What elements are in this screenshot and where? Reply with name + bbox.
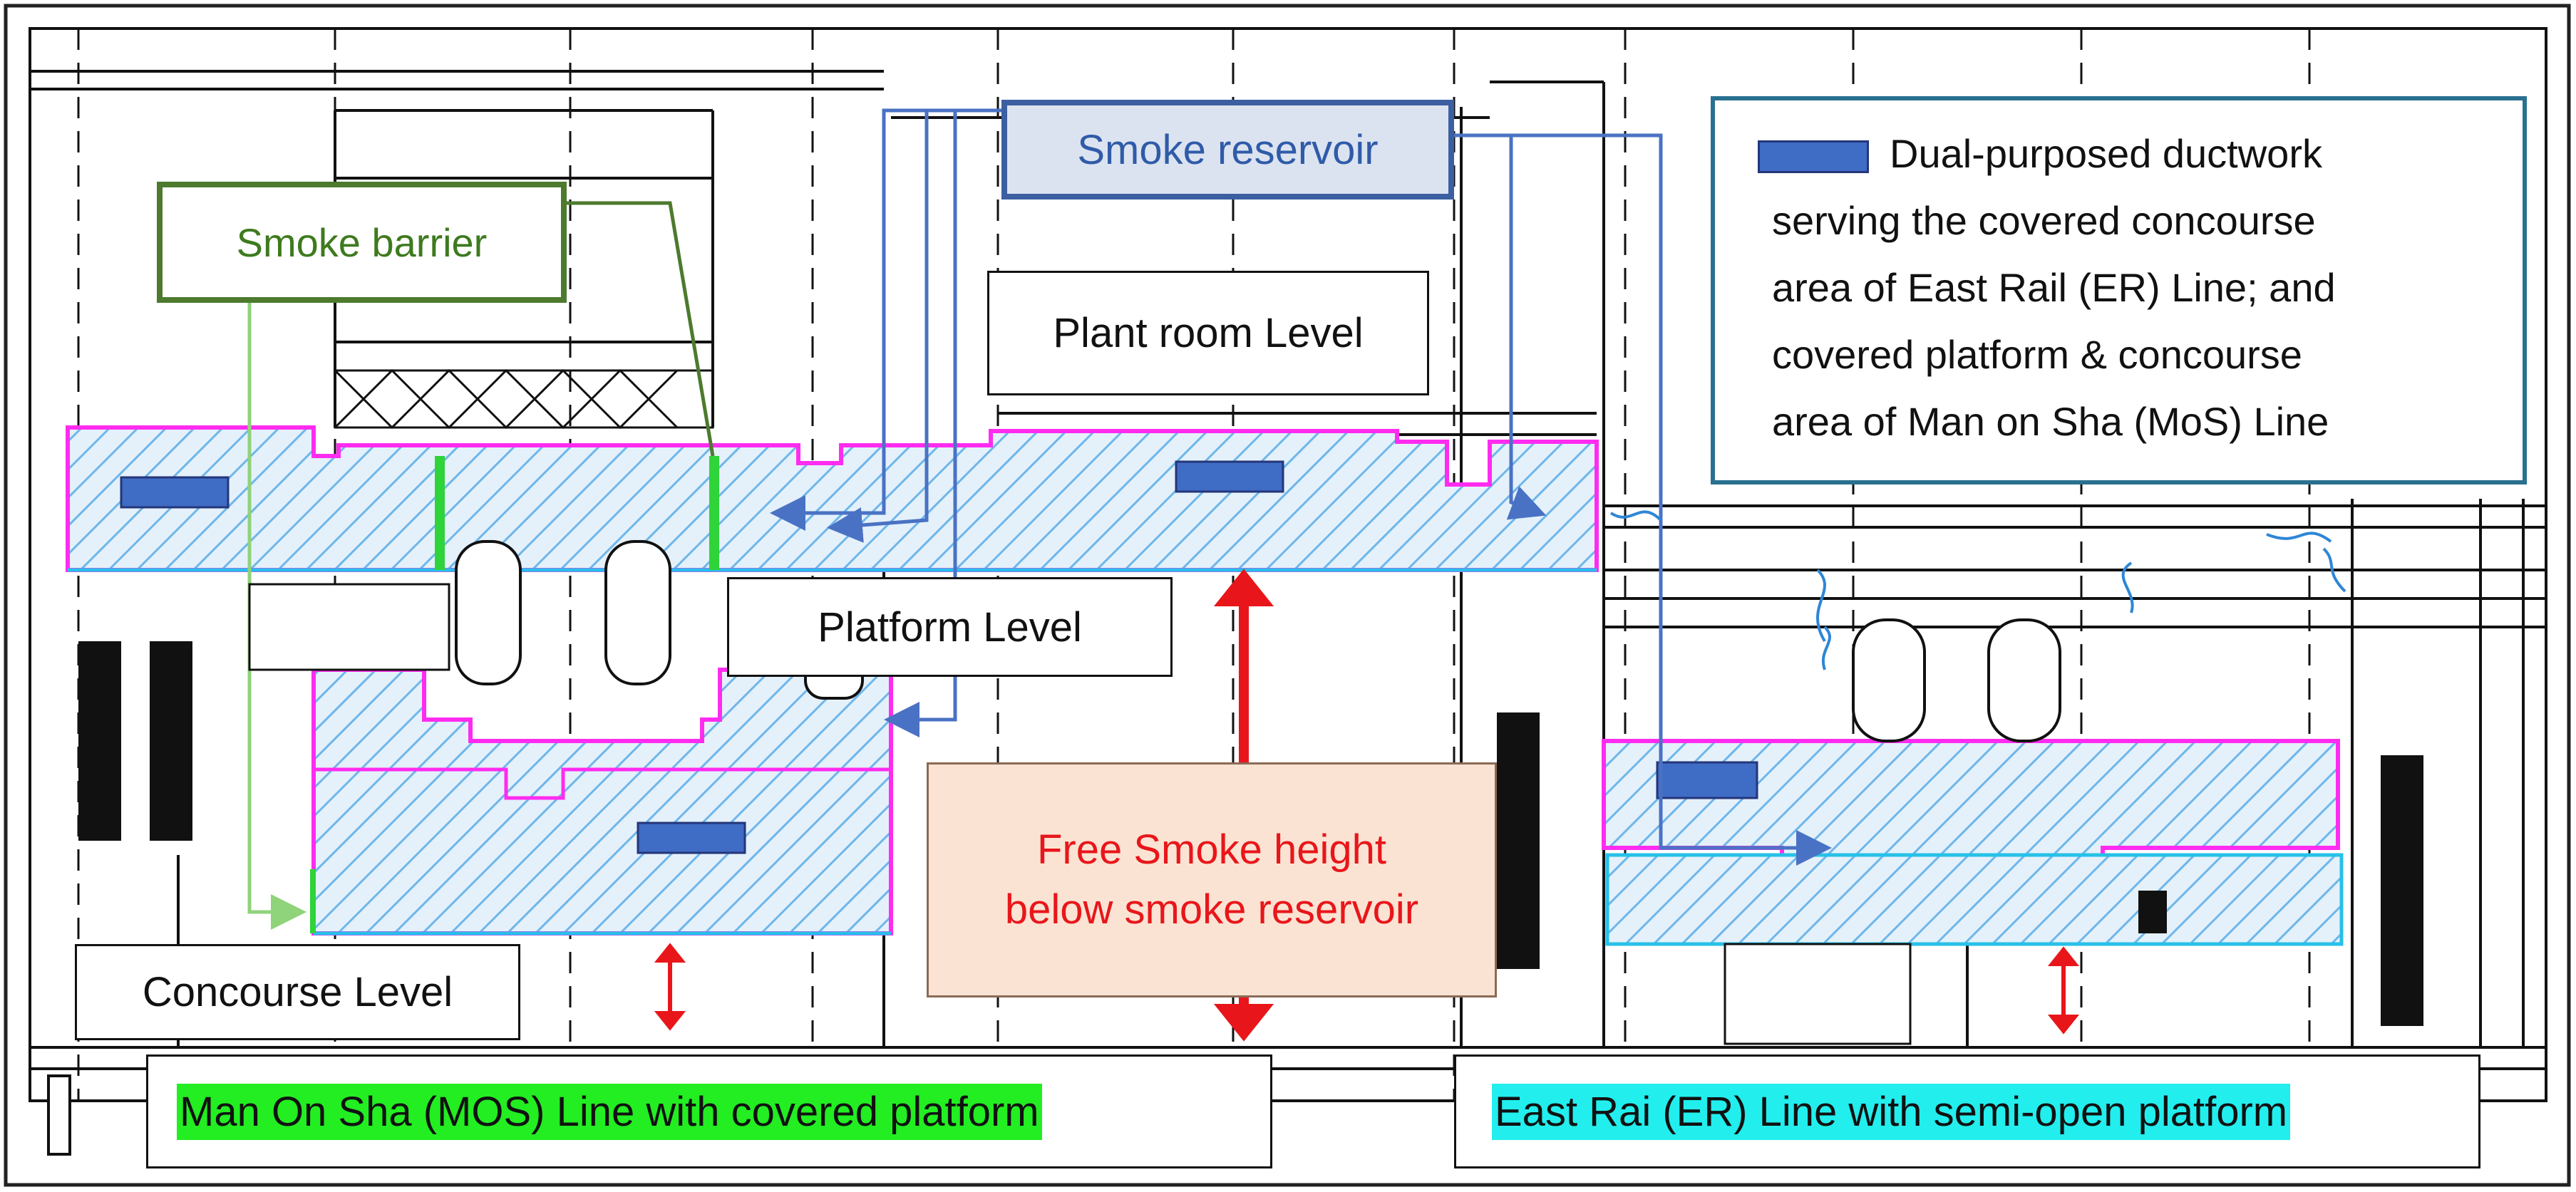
- legend-line-3: area of East Rail (ER) Line; and: [1772, 265, 2336, 310]
- free-smoke-height-line2: below smoke reservoir: [1004, 886, 1419, 933]
- ductwork-legend: Dual-purposed ductwork serving the cover…: [1711, 96, 2527, 484]
- smoke-barrier-label: Smoke barrier: [157, 182, 567, 303]
- smoke-reservoir-label: Smoke reservoir: [1001, 100, 1454, 199]
- ductwork: [120, 460, 1758, 854]
- mos-line-text: Man On Sha (MOS) Line with covered platf…: [177, 1083, 1042, 1140]
- smoke-barrier-pointer: [247, 289, 306, 930]
- free-smoke-height-line1: Free Smoke height: [1036, 826, 1387, 873]
- free-smoke-height-label: Free Smoke height below smoke reservoir: [927, 762, 1497, 997]
- smoke-reservoir-text: Smoke reservoir: [1077, 126, 1379, 173]
- smoke-reservoir-arrows: [770, 108, 1832, 866]
- legend-line-2: serving the covered concourse: [1772, 198, 2316, 243]
- mos-line-caption: Man On Sha (MOS) Line with covered platf…: [146, 1054, 1272, 1168]
- er-trains: [1852, 618, 2061, 742]
- platform-level-label: Platform Level: [727, 577, 1173, 677]
- er-line-caption: East Rai (ER) Line with semi-open platfo…: [1454, 1054, 2480, 1168]
- left-post: [47, 1074, 71, 1156]
- legend-line-5: area of Man on Sha (MoS) Line: [1772, 399, 2329, 444]
- mos-platform-zone: [311, 668, 893, 936]
- inner-frame: [29, 27, 2547, 1102]
- dark-structures: [78, 641, 2423, 1026]
- outer-frame: [4, 4, 2571, 1187]
- er-line-text: East Rai (ER) Line with semi-open platfo…: [1492, 1083, 2291, 1140]
- legend-text-block: Dual-purposed ductwork serving the cover…: [1743, 120, 2523, 455]
- legend-line-4: covered platform & concourse: [1772, 332, 2302, 377]
- smoke-barrier-strips: [310, 456, 719, 933]
- plant-room-level-text: Plant room Level: [1053, 310, 1364, 356]
- roof-truss: [334, 368, 714, 430]
- smoke-reservoir-zone: [66, 425, 1599, 572]
- smoke-flow-squiggles: [1609, 510, 2346, 670]
- concourse-level-text: Concourse Level: [142, 969, 453, 1015]
- er-platform-zone: [1602, 739, 2340, 871]
- legend-line-1: Dual-purposed ductwork: [1890, 131, 2322, 176]
- blank-panels: [248, 583, 1912, 1045]
- smoke-barrier-text: Smoke barrier: [236, 219, 488, 265]
- duct-swatch: [1758, 140, 1869, 173]
- plant-room-level-label: Plant room Level: [987, 271, 1429, 395]
- platform-level-text: Platform Level: [818, 603, 1082, 651]
- concourse-level-label: Concourse Level: [75, 944, 520, 1040]
